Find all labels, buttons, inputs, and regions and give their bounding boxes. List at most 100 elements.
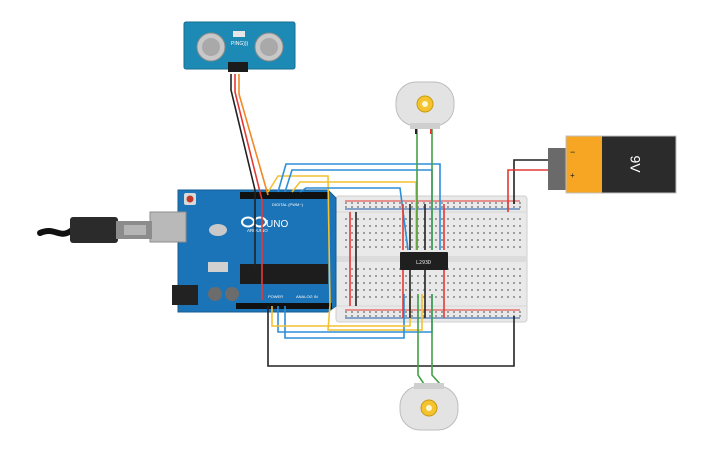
power-jack xyxy=(172,285,198,305)
dc-motor-top[interactable] xyxy=(395,81,455,129)
breadboard-hole xyxy=(501,232,503,234)
breadboard-hole xyxy=(423,225,425,227)
breadboard-hole xyxy=(429,275,431,277)
breadboard-hole xyxy=(387,225,389,227)
breadboard-hole xyxy=(351,282,353,284)
breadboard-hole xyxy=(387,206,389,208)
breadboard-hole xyxy=(363,289,365,291)
breadboard-hole xyxy=(381,268,383,270)
breadboard-hole xyxy=(399,202,401,204)
breadboard-hole xyxy=(501,315,503,317)
breadboard-hole xyxy=(477,275,479,277)
breadboard-hole xyxy=(477,268,479,270)
breadboard-hole xyxy=(477,239,479,241)
breadboard-hole xyxy=(465,315,467,317)
breadboard-hole xyxy=(519,268,521,270)
breadboard-hole xyxy=(465,275,467,277)
breadboard-hole xyxy=(501,239,503,241)
breadboard-hole xyxy=(495,239,497,241)
breadboard-hole xyxy=(519,275,521,277)
breadboard-hole xyxy=(483,218,485,220)
breadboard-hole xyxy=(513,206,515,208)
breadboard-hole xyxy=(453,296,455,298)
breadboard-hole xyxy=(441,275,443,277)
breadboard-hole xyxy=(489,311,491,313)
breadboard-hole xyxy=(387,202,389,204)
battery-9v[interactable]: − + 9V xyxy=(548,135,677,194)
breadboard-hole xyxy=(399,289,401,291)
breadboard-hole xyxy=(471,202,473,204)
breadboard-hole xyxy=(447,206,449,208)
breadboard-hole xyxy=(459,296,461,298)
breadboard-hole xyxy=(459,202,461,204)
breadboard-hole xyxy=(399,239,401,241)
breadboard-hole xyxy=(435,246,437,248)
breadboard-hole xyxy=(465,282,467,284)
breadboard-hole xyxy=(399,311,401,313)
breadboard-hole xyxy=(453,218,455,220)
breadboard-hole xyxy=(435,202,437,204)
breadboard-hole xyxy=(357,311,359,313)
breadboard-hole xyxy=(513,218,515,220)
breadboard-hole xyxy=(429,296,431,298)
breadboard-hole xyxy=(435,282,437,284)
breadboard-hole xyxy=(399,315,401,317)
breadboard-hole xyxy=(363,202,365,204)
breadboard-hole xyxy=(369,275,371,277)
breadboard-hole xyxy=(477,311,479,313)
breadboard-hole xyxy=(465,289,467,291)
breadboard-hole xyxy=(459,218,461,220)
dc-motor-bottom[interactable] xyxy=(399,383,459,431)
breadboard-hole xyxy=(447,218,449,220)
breadboard-hole xyxy=(507,268,509,270)
breadboard-hole xyxy=(489,218,491,220)
breadboard-hole xyxy=(471,225,473,227)
breadboard-hole xyxy=(507,315,509,317)
breadboard-hole xyxy=(507,296,509,298)
arduino-uno-board[interactable]: ARDUINO UNO DIGITAL (PWM~) POWER ANALOG … xyxy=(149,189,337,313)
breadboard-hole xyxy=(381,275,383,277)
breadboard-hole xyxy=(423,246,425,248)
breadboard-hole xyxy=(351,232,353,234)
breadboard-hole xyxy=(465,246,467,248)
breadboard-hole xyxy=(453,206,455,208)
breadboard-hole xyxy=(453,225,455,227)
breadboard-hole xyxy=(363,206,365,208)
ultrasonic-sensor[interactable]: PING))) xyxy=(183,21,296,72)
breadboard-hole xyxy=(429,239,431,241)
breadboard-hole xyxy=(357,296,359,298)
breadboard-hole xyxy=(369,225,371,227)
breadboard-hole xyxy=(453,239,455,241)
l293d-chip[interactable]: L293D xyxy=(400,252,448,270)
breadboard-hole xyxy=(513,311,515,313)
breadboard-hole xyxy=(405,246,407,248)
breadboard-hole xyxy=(447,296,449,298)
breadboard-hole xyxy=(441,282,443,284)
breadboard-hole xyxy=(459,232,461,234)
breadboard-hole xyxy=(501,275,503,277)
breadboard-hole xyxy=(369,206,371,208)
breadboard-hole xyxy=(411,206,413,208)
breadboard-hole xyxy=(345,282,347,284)
breadboard-hole xyxy=(507,232,509,234)
battery-label: 9V xyxy=(627,155,643,173)
breadboard-holes xyxy=(345,202,521,317)
breadboard-hole xyxy=(495,282,497,284)
breadboard-hole xyxy=(471,289,473,291)
breadboard-hole xyxy=(471,239,473,241)
breadboard-hole xyxy=(483,239,485,241)
breadboard-hole xyxy=(381,232,383,234)
breadboard-hole xyxy=(435,232,437,234)
crystal xyxy=(209,224,227,236)
breadboard-hole xyxy=(513,289,515,291)
breadboard-hole xyxy=(489,225,491,227)
breadboard-hole xyxy=(375,311,377,313)
breadboard-hole xyxy=(495,296,497,298)
breadboard-hole xyxy=(375,296,377,298)
breadboard-hole xyxy=(411,218,413,220)
breadboard-hole xyxy=(483,246,485,248)
breadboard-hole xyxy=(381,289,383,291)
breadboard-hole xyxy=(429,289,431,291)
breadboard-hole xyxy=(381,282,383,284)
